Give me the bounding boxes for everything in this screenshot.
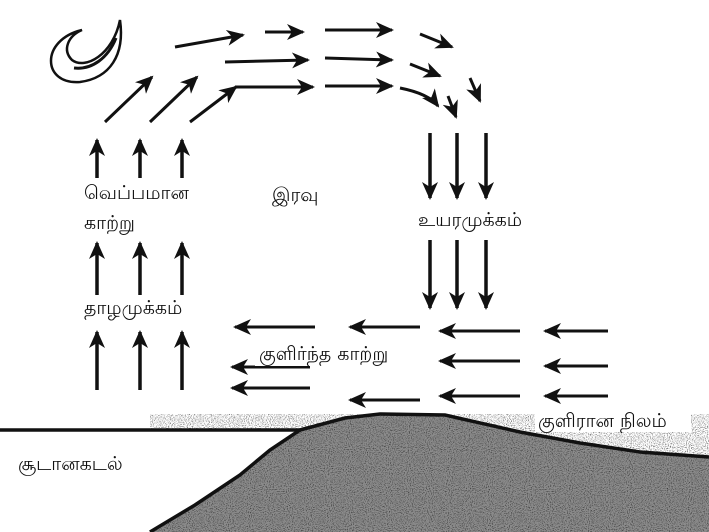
low-pressure-label: தாழமுக்கம் (84, 297, 182, 320)
crescent-moon-icon (51, 20, 121, 82)
night-label: இரவு (272, 184, 318, 206)
cool-air-label: குளிர்ந்த காற்று (259, 343, 388, 366)
high-pressure-label: உயரமுக்கம் (418, 209, 522, 232)
warm-air-label-line1: வெப்பமான (84, 182, 189, 204)
warm-sea-label: சூடானகடல் (18, 453, 123, 476)
cool-land-label: குளிரான நிலம் (538, 410, 667, 433)
warm-air-label-line2: காற்று (84, 212, 135, 235)
upper-air-flow-arrows (105, 30, 480, 122)
rising-air-arrows (97, 140, 182, 390)
